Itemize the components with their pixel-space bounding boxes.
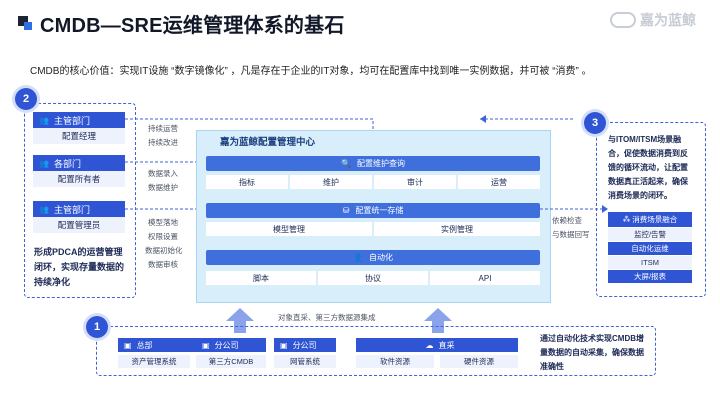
consume-head-label: 消费场景融合 (632, 215, 678, 224)
badge-2: 2 (15, 88, 37, 110)
page-title: CMDB—SRE运维管理体系的基石 (40, 15, 345, 37)
bar-storage-label: 配置统一存储 (355, 206, 404, 215)
title-square-icon (18, 16, 28, 26)
cell-instance-mgmt: 实例管理 (374, 222, 540, 236)
people-icon: 👥 (39, 158, 49, 168)
source-hardware: 硬件资源 (440, 355, 518, 368)
label-input-b: 数据维护 (148, 183, 178, 192)
dept-card-1: 👥 主管部门 配置经理 (33, 112, 125, 144)
label-model-d: 数据审核 (148, 260, 178, 269)
source-network-system: 网管系统 (274, 355, 336, 368)
title-accent-icon (24, 22, 32, 30)
label-ops-b: 持续改进 (148, 138, 178, 147)
arrow-up-left (226, 308, 254, 333)
intro-text: CMDB的核心价值：实现IT设施 “数字镜像化” ，凡是存在于企业的IT对象，均… (30, 66, 592, 77)
database-icon: ⛁ (342, 206, 350, 215)
source-asset-system: 资产管理系统 (118, 355, 190, 368)
bar-query-label: 配置维护查询 (356, 159, 405, 168)
source-group-head: 直采 (438, 340, 455, 350)
source-software: 软件资源 (356, 355, 434, 368)
right-note: 与ITOM/ITSM场景融合，促使数据消费到反馈的循环流动，让配置数据真正活起来… (608, 135, 688, 200)
dept-card-bottom: 配置所有者 (33, 171, 125, 187)
bottom-note: 通过自动化技术实现CMDB增量数据的自动采集，确保数据准确性 (540, 334, 644, 371)
logo: 嘉为蓝鲸 (610, 10, 696, 30)
cell-ops: 运营 (458, 175, 540, 189)
source-group-head: 分公司 (292, 340, 317, 350)
search-icon: 🔍 (341, 159, 351, 168)
cell-model-mgmt: 模型管理 (206, 222, 372, 236)
label-collect: 对象直采、第三方数据源集成 (278, 313, 376, 322)
cell-script: 脚本 (206, 271, 316, 285)
building-icon: ▣ (202, 340, 210, 350)
source-group-branch-2: ▣ 分公司 (274, 338, 336, 352)
cell-maintain: 维护 (290, 175, 372, 189)
dept-card-bottom: 配置经理 (33, 128, 125, 144)
source-group-head: 分公司 (214, 340, 239, 350)
label-write-back: 与数据回写 (552, 230, 590, 239)
source-group-head: 总部 (136, 340, 153, 350)
right-section (596, 122, 706, 297)
cloud-icon: ☁ (425, 340, 434, 350)
people-icon: 👥 (39, 115, 49, 125)
label-ops-a: 持续运营 (148, 124, 178, 133)
row-query: 指标 维护 审计 运营 (206, 175, 540, 189)
building-icon: ▣ (280, 340, 288, 350)
dept-card-top: 各部门 (53, 158, 81, 169)
right-connectors (480, 115, 608, 213)
source-group-branch-1: ▣ 分公司 (196, 338, 266, 352)
cloud-logo-icon (610, 12, 636, 28)
source-group-direct: ☁ 直采 (356, 338, 518, 352)
cell-metric: 指标 (206, 175, 288, 189)
consume-item-monitor: 监控/告警 (608, 228, 692, 241)
arrow-up-right (424, 308, 452, 333)
cell-api: API (430, 271, 540, 285)
cell-protocol: 协议 (318, 271, 428, 285)
dept-card-top: 主管部门 (53, 115, 90, 126)
label-model-b: 权限设置 (148, 232, 178, 241)
label-model-a: 模型落地 (148, 218, 178, 227)
building-icon: ▣ (124, 340, 132, 350)
row-storage: 模型管理 实例管理 (206, 222, 540, 236)
user-icon: 👤 (353, 253, 363, 262)
row-automation: 脚本 协议 API (206, 271, 540, 285)
bar-query: 🔍 配置维护查询 (206, 156, 540, 171)
dept-card-2: 👥 各部门 配置所有者 (33, 155, 125, 187)
dept-card-3: 👥 主管部门 配置管理员 (33, 201, 125, 233)
consume-item-automation: 自动化运维 (608, 242, 692, 255)
bottom-section (96, 326, 656, 376)
dept-card-bottom: 配置管理员 (33, 217, 125, 233)
consume-item-itsm: ITSM (608, 256, 692, 269)
source-third-cmdb: 第三方CMDB (196, 355, 266, 368)
logo-text: 嘉为蓝鲸 (640, 12, 696, 28)
cell-audit: 审计 (374, 175, 456, 189)
bar-automation: 👤 自动化 (206, 250, 540, 265)
label-model-c: 数据初始化 (145, 246, 183, 255)
consume-head: ⁂ 消费场景融合 (608, 212, 692, 227)
left-section (24, 103, 136, 298)
badge-1: 1 (86, 316, 108, 338)
bar-storage: ⛁ 配置统一存储 (206, 203, 540, 218)
people-icon: 👥 (39, 204, 49, 214)
left-note: 形成PDCA的运营管理闭环，实现存量数据的持续净化 (34, 247, 125, 287)
share-icon: ⁂ (622, 215, 633, 224)
label-dep-check: 依赖检查 (552, 216, 582, 225)
dept-card-top: 主管部门 (53, 204, 90, 215)
bar-automation-label: 自动化 (368, 253, 393, 262)
config-center-title: 嘉为蓝鲸配置管理中心 (220, 137, 316, 148)
label-input-a: 数据录入 (148, 169, 178, 178)
badge-3: 3 (584, 112, 606, 134)
consume-item-dashboard: 大屏/报表 (608, 270, 692, 283)
